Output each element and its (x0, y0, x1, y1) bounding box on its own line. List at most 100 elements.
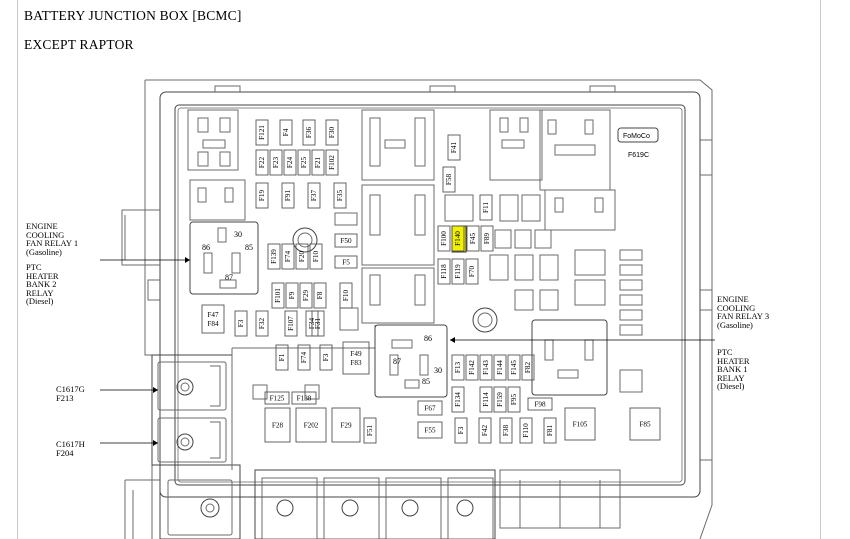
fuse: F35 (333, 182, 347, 209)
part-number: F619C (628, 152, 649, 159)
fuse-label: F36 (305, 127, 313, 139)
fuse: F24 (283, 149, 297, 176)
relay-fan-1 (189, 221, 259, 295)
fuse-label: F20 (298, 251, 306, 263)
fuse-label: F31 (314, 318, 322, 330)
fuse-label: F159 (496, 392, 504, 407)
fuse: F8 (313, 282, 327, 309)
fuse: F100 (437, 225, 451, 252)
fuse: F142 (465, 354, 479, 381)
fuse-label: F58 (445, 174, 453, 186)
fuse-label: F91 (284, 190, 292, 202)
fuse: F74 (297, 344, 311, 371)
fuse-label: F24 (286, 157, 294, 169)
fuse-label: F23 (272, 157, 280, 169)
fuse-label: F10 (312, 251, 320, 263)
fuse-label: F55 (424, 427, 436, 435)
fuse-label: F74 (284, 251, 292, 263)
fuse: F125 (264, 391, 290, 405)
fuse: F3 (234, 310, 248, 337)
fuse: F145 (507, 354, 521, 381)
fuse: F67 (417, 400, 443, 416)
fuse-label: F10 (342, 290, 350, 302)
fuse-label: F143 (482, 360, 490, 375)
fuse: F41 (447, 134, 461, 161)
fuse: F21 (311, 149, 325, 176)
fuse-label: F85 (639, 421, 651, 429)
fuse: F74 (281, 243, 295, 270)
fuse: F1 (275, 344, 289, 371)
fuse-label: F37 (310, 190, 318, 202)
fuse: F138 (291, 391, 317, 405)
fuse-label: F25 (300, 157, 308, 169)
fuse-label: F21 (314, 157, 322, 169)
fuse-label: F118 (440, 264, 448, 279)
relay-2-pin-85: 85 (422, 377, 430, 386)
fuse-label: F100 (440, 231, 448, 246)
fuse: F55 (417, 421, 443, 439)
fuse-label: F139 (270, 249, 278, 264)
fuse-label: F22 (258, 157, 266, 169)
fuse-label: F140 (454, 231, 462, 246)
fuse-label: F67 (424, 405, 436, 413)
fuse: F89 (480, 225, 494, 252)
fuse: F82 (521, 354, 535, 381)
callout-c1617h: C1617H F204 (56, 439, 85, 458)
fuse-label: F119 (454, 264, 462, 279)
fuse-label: F105 (573, 421, 588, 429)
fuse-label: F5 (342, 259, 350, 267)
page-border-right (820, 0, 821, 539)
page-title: BATTERY JUNCTION BOX [BCMC] (24, 8, 242, 23)
relay-fan-3 (531, 319, 608, 396)
relay-2-pin-86: 86 (424, 334, 432, 343)
fuse: F5 (334, 255, 358, 269)
fuse: F25 (297, 149, 311, 176)
fuse-label: F29 (302, 290, 310, 302)
fuse: F19 (255, 182, 269, 209)
fuse: F13 (451, 354, 465, 381)
fuse: F30 (325, 119, 339, 146)
fuse: F144 (493, 354, 507, 381)
fuse-label: F35 (336, 190, 344, 202)
fuse-label: F98 (534, 401, 546, 409)
fuse-label: F51 (366, 425, 374, 437)
fuse: F45 (466, 225, 480, 252)
fuse-label: F95 (510, 394, 518, 406)
fuse: F119 (451, 258, 465, 285)
fuse-label: F13 (454, 362, 462, 374)
fuse: F22 (255, 149, 269, 176)
fuse: F121 (255, 119, 269, 146)
relay-1-pin-85: 85 (245, 243, 253, 252)
fuse-label: F89 (483, 233, 491, 245)
fuse-label: F32 (258, 318, 266, 330)
relay-2-pin-87: 87 (393, 357, 401, 366)
fuse-label: F138 (297, 395, 312, 403)
page-border-left (17, 0, 18, 539)
fuse-label: F45 (469, 233, 477, 245)
callout-ptc-bank-1: PTC HEATER BANK 1 RELAY (Diesel) (717, 347, 750, 392)
fuse-label: F28 (272, 422, 284, 430)
page-subtitle: EXCEPT RAPTOR (24, 37, 134, 52)
fuse-label: F70 (468, 266, 476, 278)
callout-ptc-bank-2: PTC HEATER BANK 2 RELAY (Diesel) (26, 262, 59, 307)
fuse-label: F142 (468, 360, 476, 375)
relay-1-pin-87: 87 (225, 273, 233, 282)
fuse: F58 (442, 166, 456, 193)
fuse: F140 (451, 225, 465, 252)
fuse: F31 (311, 310, 325, 337)
fuse-label: F134 (454, 392, 462, 407)
fuse: F118 (437, 258, 451, 285)
fuse-label: F38 (502, 425, 510, 437)
fuse: F28 (264, 407, 291, 443)
fuse: F9 (285, 282, 299, 309)
fuse: F114 (479, 386, 493, 413)
fuse-label: F81 (546, 425, 554, 437)
fuse: F3 (454, 417, 468, 444)
fuse: F10 (309, 243, 323, 270)
fuse: F37 (307, 182, 321, 209)
